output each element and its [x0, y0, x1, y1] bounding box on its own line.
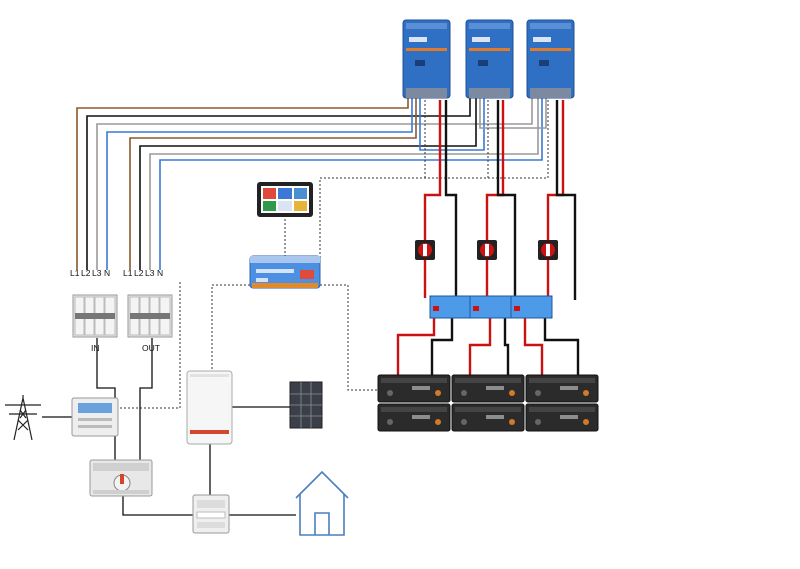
out-label-n: N: [157, 268, 163, 278]
out-caption: OUT: [142, 343, 160, 353]
battery-bank: [377, 374, 599, 432]
inverter-3: [526, 19, 575, 99]
left-breaker: [72, 294, 118, 338]
in-wire-l1: [76, 98, 409, 270]
battery-module-2: [451, 374, 525, 403]
out-label-l1: L1: [123, 268, 133, 278]
changeover-switch-icon: [89, 459, 153, 497]
touch-display-icon: [257, 182, 313, 217]
out-label-l3: L3: [145, 268, 155, 278]
out-wire-l1: [129, 98, 417, 270]
in-label-n: N: [104, 268, 110, 278]
in-label-l1: L1: [70, 268, 80, 278]
out-wire-l2: [139, 98, 477, 270]
out-wire-n: [159, 98, 543, 270]
battery-switch-1: [415, 240, 435, 260]
inverter-1: [402, 19, 451, 99]
battery-switch-3: [538, 240, 558, 260]
in-caption: IN: [91, 343, 100, 353]
solar-panel-icon: [289, 381, 323, 429]
out-wire-l3: [149, 98, 539, 270]
comms-wiring: [118, 100, 549, 409]
inverter-2: [465, 19, 514, 99]
in-wire-n: [106, 98, 413, 270]
energy-meter-icon: [71, 397, 119, 437]
house-icon: [295, 470, 349, 536]
in-wire-l2: [86, 98, 471, 270]
in-label-l3: L3: [92, 268, 102, 278]
ac-wiring: [76, 98, 547, 270]
out-label-l2: L2: [134, 268, 144, 278]
dc-busbar-icon: [429, 295, 553, 319]
battery-module-1: [377, 374, 451, 403]
system-controller-icon: [249, 255, 321, 289]
transmission-tower-icon: [5, 395, 41, 441]
dc-wiring: [396, 100, 580, 375]
battery-switch-2: [477, 240, 497, 260]
battery-module-4: [377, 403, 451, 432]
in-wire-l3: [96, 98, 533, 270]
pv-inverter-icon: [186, 370, 233, 445]
right-breaker: [127, 294, 173, 338]
battery-module-3: [525, 374, 599, 403]
battery-module-5: [451, 403, 525, 432]
power-meter-icon: [192, 494, 230, 534]
in-label-l2: L2: [81, 268, 91, 278]
ac-feed-wiring: [42, 338, 296, 516]
battery-module-6: [525, 403, 599, 432]
